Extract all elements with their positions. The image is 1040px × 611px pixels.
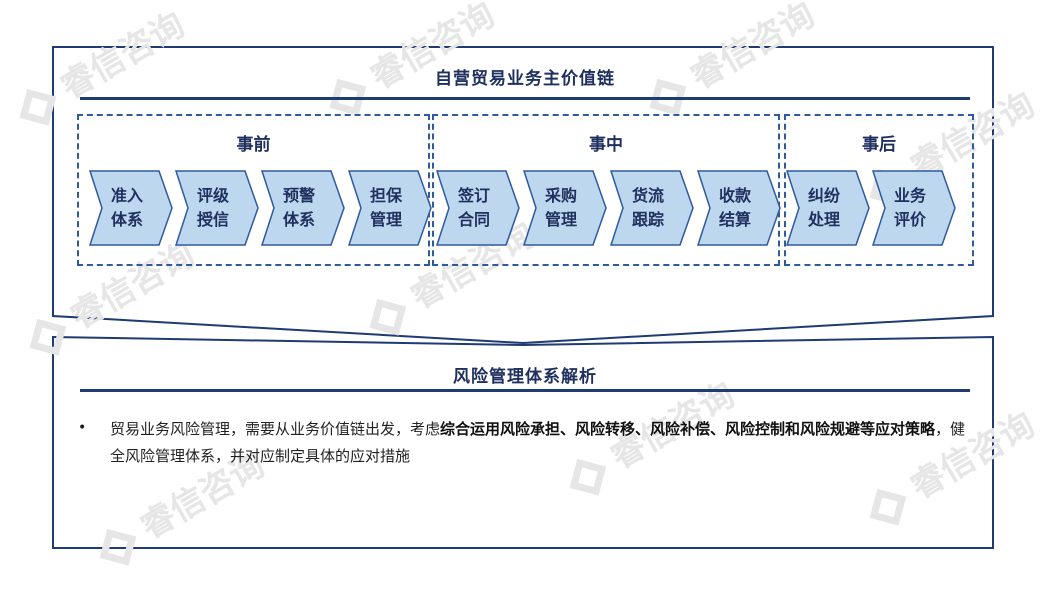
chevron-shape bbox=[523, 170, 607, 246]
stage-group-during bbox=[432, 114, 780, 266]
step-chevron: 担保管理 bbox=[348, 170, 432, 246]
step-label: 评级授信 bbox=[183, 184, 243, 232]
step-label-line1: 收款 bbox=[718, 186, 751, 205]
analysis-text-bold: 综合运用风险承担、风险转移、风险补偿、风险控制和风险规避等应对策略 bbox=[440, 420, 936, 438]
step-label-line1: 采购 bbox=[544, 186, 577, 205]
step-label-line1: 评级 bbox=[196, 186, 229, 205]
step-label-line1: 签订 bbox=[457, 186, 490, 205]
step-label-line2: 体系 bbox=[282, 210, 315, 229]
chevron-shape bbox=[261, 170, 345, 246]
chevron-shape bbox=[175, 170, 259, 246]
step-label-line1: 纠纷 bbox=[807, 186, 840, 205]
analysis-text-after: ，健全风险管理体系，并对应制定具体的应对措施 bbox=[110, 420, 966, 465]
step-label: 货流跟踪 bbox=[618, 184, 678, 232]
chevron-shape bbox=[89, 170, 173, 246]
chevron-shape bbox=[610, 170, 694, 246]
chevron-shape bbox=[697, 170, 781, 246]
stage-title-after: 事后 bbox=[862, 135, 896, 155]
step-chevron: 收款结算 bbox=[697, 170, 781, 246]
step-label-line1: 预警 bbox=[282, 186, 315, 205]
step-label-line2: 结算 bbox=[718, 210, 751, 229]
chevron-shape bbox=[872, 170, 956, 246]
analysis-paragraph: 贸易业务风险管理，需要从业务价值链出发，考虑综合运用风险承担、风险转移、风险补偿… bbox=[110, 416, 970, 470]
watermark-logo-icon bbox=[869, 488, 907, 526]
stage-group-before bbox=[77, 114, 430, 266]
step-label: 纠纷处理 bbox=[794, 184, 854, 232]
step-label-line2: 跟踪 bbox=[631, 210, 664, 229]
step-label-line1: 担保 bbox=[369, 186, 402, 205]
analysis-divider bbox=[80, 389, 970, 392]
step-label-line2: 授信 bbox=[196, 210, 229, 229]
bullet-marker: • bbox=[78, 420, 87, 436]
step-chevron: 签订合同 bbox=[436, 170, 520, 246]
chevron-shape bbox=[348, 170, 432, 246]
step-chevron: 采购管理 bbox=[523, 170, 607, 246]
step-chevron: 货流跟踪 bbox=[610, 170, 694, 246]
step-chevron: 预警体系 bbox=[261, 170, 345, 246]
stage-title-during: 事中 bbox=[589, 135, 623, 155]
step-label-line2: 评价 bbox=[893, 210, 926, 229]
step-label-line1: 业务 bbox=[893, 186, 926, 205]
watermark-logo-icon bbox=[29, 318, 67, 356]
watermark: 睿信咨询 bbox=[320, 0, 502, 121]
step-label-line2: 体系 bbox=[110, 210, 143, 229]
step-chevron: 评级授信 bbox=[175, 170, 259, 246]
step-label: 采购管理 bbox=[531, 184, 591, 232]
watermark: 睿信咨询 bbox=[640, 0, 822, 121]
watermark-logo-icon bbox=[19, 88, 57, 126]
step-label: 收款结算 bbox=[705, 184, 765, 232]
stage-group-after bbox=[784, 114, 974, 266]
watermark-logo-icon bbox=[369, 298, 407, 336]
step-chevron: 业务评价 bbox=[872, 170, 956, 246]
analysis-text-before: 贸易业务风险管理，需要从业务价值链出发，考虑 bbox=[110, 420, 441, 438]
step-label-line2: 管理 bbox=[544, 210, 577, 229]
step-label: 担保管理 bbox=[356, 184, 416, 232]
step-label-line2: 处理 bbox=[807, 210, 840, 229]
chevron-shape bbox=[436, 170, 520, 246]
step-label-line2: 合同 bbox=[457, 210, 490, 229]
watermark-logo-icon bbox=[99, 528, 137, 566]
step-label-line1: 货流 bbox=[631, 186, 664, 205]
step-label-line2: 管理 bbox=[369, 210, 402, 229]
analysis-title: 风险管理体系解析 bbox=[453, 367, 597, 387]
step-label: 预警体系 bbox=[269, 184, 329, 232]
step-label: 业务评价 bbox=[880, 184, 940, 232]
value-chain-title: 自营贸易业务主价值链 bbox=[435, 69, 615, 89]
step-chevron: 纠纷处理 bbox=[786, 170, 870, 246]
step-label-line1: 准入 bbox=[110, 186, 143, 205]
step-chevron: 准入体系 bbox=[89, 170, 173, 246]
title-divider bbox=[80, 97, 970, 100]
chevron-shape bbox=[786, 170, 870, 246]
step-label: 签订合同 bbox=[444, 184, 504, 232]
step-label: 准入体系 bbox=[97, 184, 157, 232]
stage-title-before: 事前 bbox=[236, 135, 271, 155]
